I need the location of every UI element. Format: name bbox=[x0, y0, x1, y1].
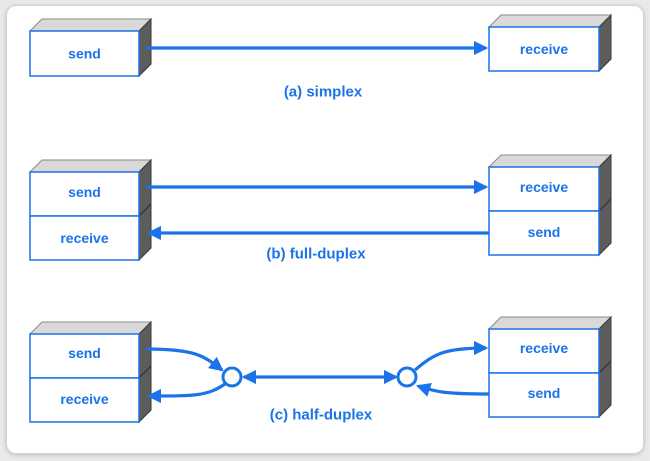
half-duplex-right-station: receive send bbox=[487, 315, 613, 419]
full-duplex-right-bottom-label: send bbox=[528, 224, 561, 240]
half-duplex-left-switch-node bbox=[221, 366, 243, 388]
simplex-left-station: send bbox=[28, 17, 153, 78]
half-duplex-left-receive-curve bbox=[146, 382, 226, 404]
half-duplex-left-station: send receive bbox=[28, 320, 153, 424]
half-duplex-left-top-label: send bbox=[68, 345, 101, 361]
half-duplex-right-top-label: receive bbox=[520, 340, 568, 356]
full-duplex-caption: (b) full-duplex bbox=[266, 246, 366, 263]
full-duplex-right-top-label: receive bbox=[520, 179, 568, 195]
full-duplex-left-station: send receive bbox=[28, 158, 153, 262]
half-duplex-right-bottom-label: send bbox=[528, 385, 561, 401]
full-duplex-section: send receive receive send (b) full-duple… bbox=[28, 153, 613, 263]
full-duplex-left-top-label: send bbox=[68, 184, 101, 200]
half-duplex-right-send-curve bbox=[415, 383, 490, 397]
simplex-right-label: receive bbox=[520, 41, 568, 57]
half-duplex-right-switch-node bbox=[396, 366, 418, 388]
full-duplex-left-bottom-label: receive bbox=[60, 230, 108, 246]
simplex-left-label: send bbox=[68, 46, 101, 62]
half-duplex-left-bottom-label: receive bbox=[60, 391, 108, 407]
full-duplex-right-station: receive send bbox=[487, 153, 613, 257]
half-duplex-caption: (c) half-duplex bbox=[270, 407, 373, 424]
simplex-caption: (a) simplex bbox=[284, 84, 363, 101]
simplex-right-station: receive bbox=[487, 13, 613, 73]
half-duplex-right-receive-curve bbox=[413, 340, 489, 372]
half-duplex-section: send receive receive send (c) half-duple… bbox=[28, 315, 613, 424]
simplex-section: send receive (a) simplex bbox=[28, 13, 613, 101]
half-duplex-left-send-curve bbox=[145, 347, 224, 372]
